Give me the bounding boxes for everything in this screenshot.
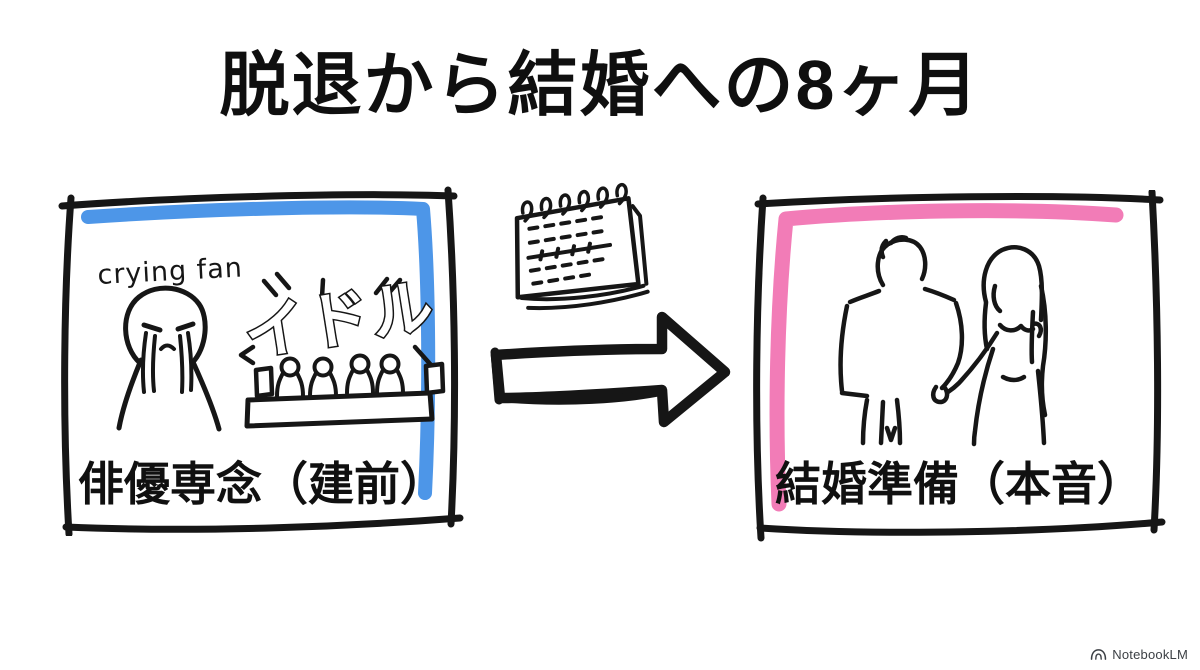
idol-stage-figure [244,353,446,429]
crowd-figures [275,353,405,398]
pink-border-accent [769,203,1124,512]
idol-sign-text: イドル [239,272,439,370]
bride-figure [945,245,1049,447]
right-panel-label: 結婚準備（本音） [775,458,1143,510]
crying-fan-caption: crying fan [97,252,244,291]
idol-sign: イドル [238,270,441,371]
right-panel-border [753,190,1166,542]
notebooklm-logo: NotebookLM [1090,647,1188,662]
calendar-date-marks [526,215,613,286]
couple-figure [838,234,1049,447]
right-arrow-icon [490,311,731,428]
left-panel-sketch: crying fan イドル [58,186,464,536]
groom-figure [838,234,965,446]
notebooklm-logo-icon [1091,649,1107,660]
calendar-icon [514,183,650,311]
crying-fan-figure [116,285,222,432]
left-panel-border [58,186,464,536]
page-title: 脱退から結婚への8ヶ月 [219,46,981,124]
spiral-binding [520,183,628,223]
left-panel-label: 俳優専念（建前） [78,458,446,510]
right-panel-sketch [753,190,1166,542]
idol-sign-emphasis-lines [238,271,434,368]
notebooklm-wordmark: NotebookLM [1112,647,1188,662]
